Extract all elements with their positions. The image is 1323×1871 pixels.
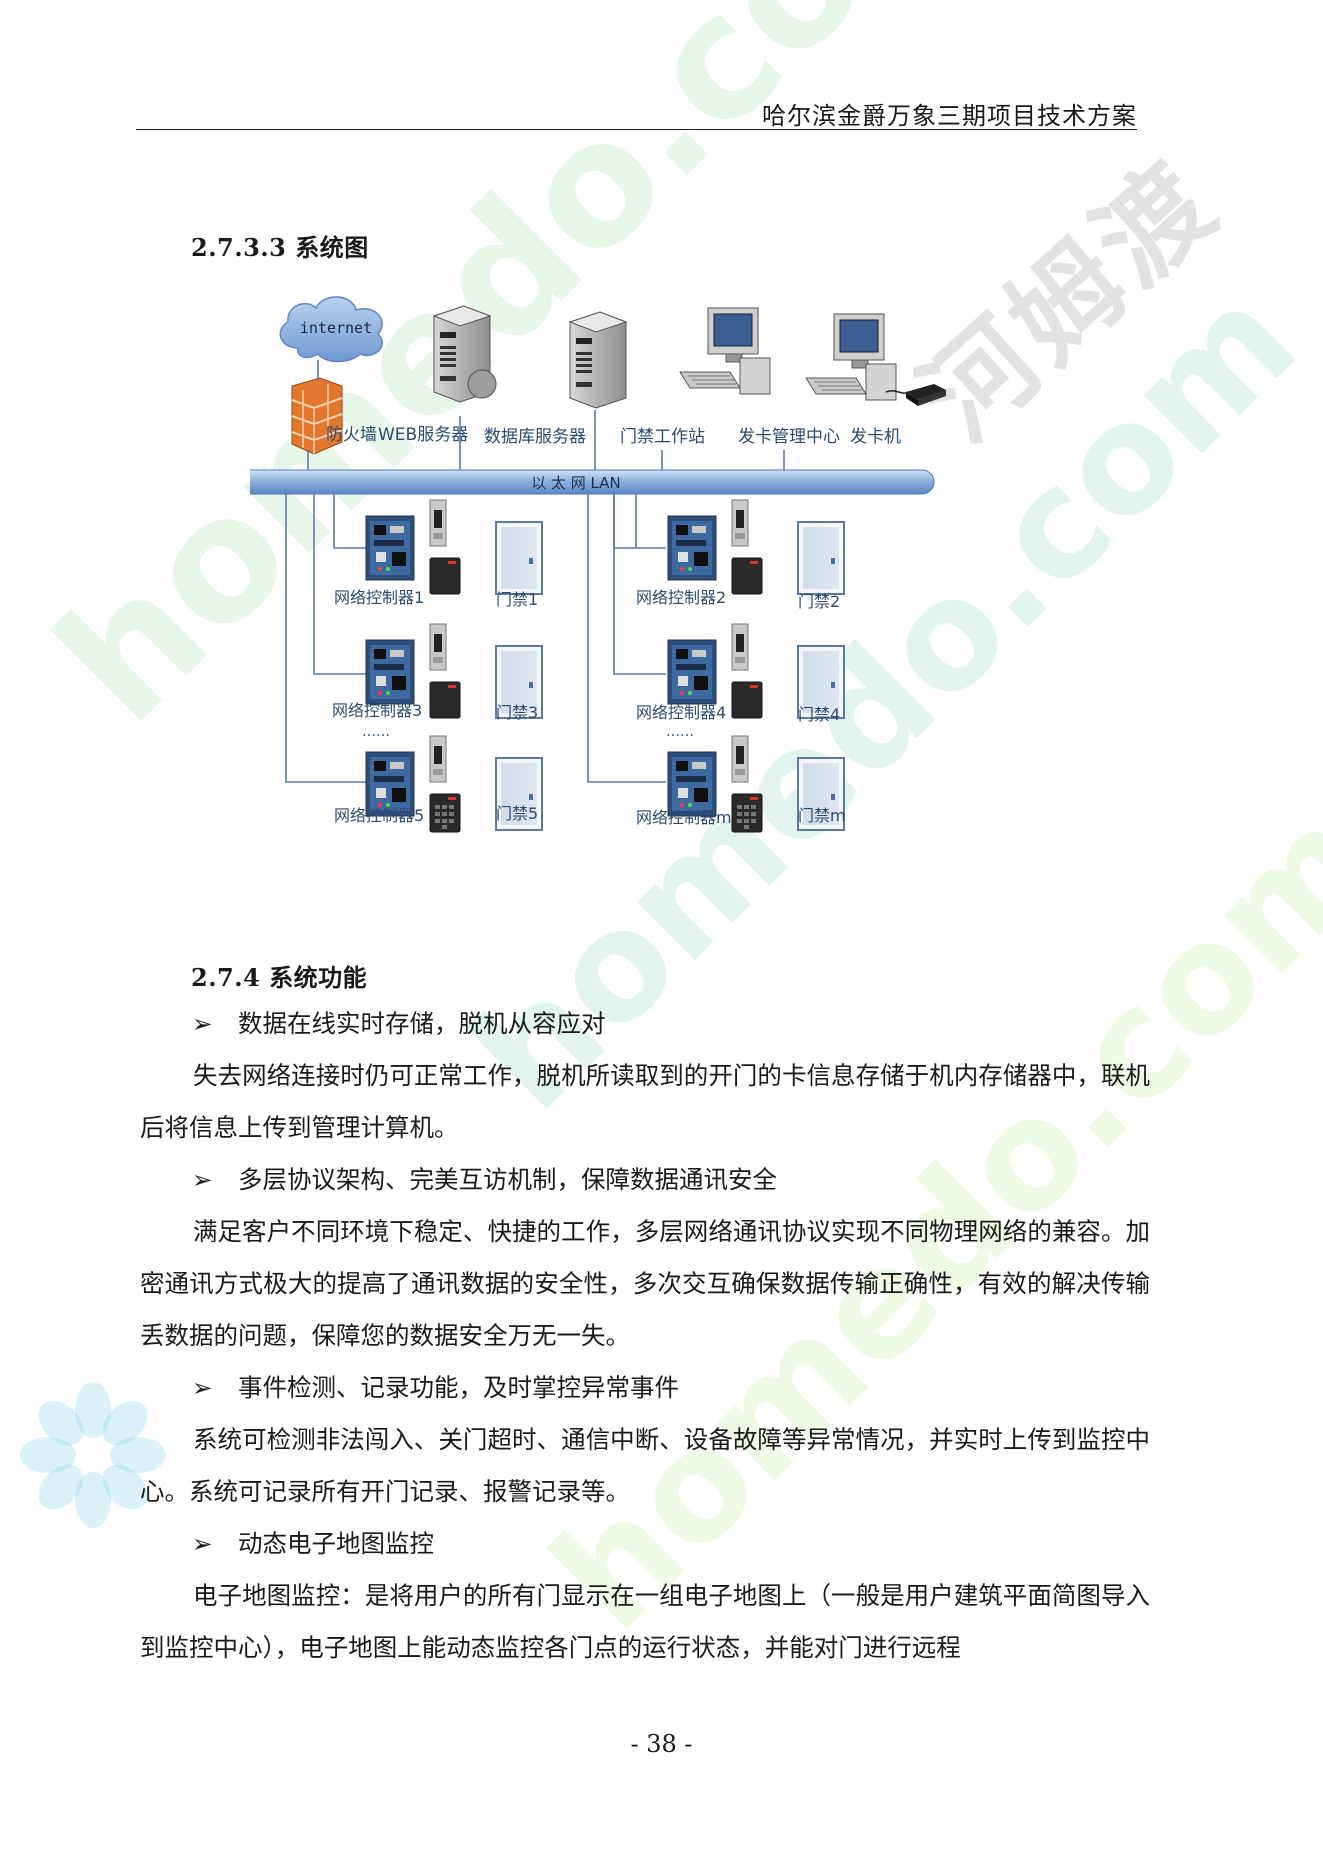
database-server-icon [569, 311, 627, 409]
bullet-text: 数据在线实时存储，脱机从容应对 [238, 1009, 606, 1038]
web-server-icon [433, 305, 497, 403]
door-icon [797, 521, 845, 595]
door-label: 门禁2 [798, 592, 840, 611]
section-title: 系统图 [295, 233, 369, 262]
card-issuer-icon [885, 384, 946, 406]
door-lock-icon [731, 623, 749, 671]
paragraph: 系统可检测非法闯入、关门超时、通信中断、设备故障等异常情况，并实时上传到监控中心… [140, 1425, 1150, 1506]
keypad-reader-icon [429, 793, 461, 833]
section-heading-274: 2.7.4 系统功能 [191, 958, 367, 993]
bullet-heading: ➢ 动态电子地图监控 [192, 1518, 1150, 1570]
card-reader-icon [731, 557, 763, 595]
door-icon [495, 521, 543, 595]
bullet-arrow-icon: ➢ [192, 1009, 213, 1038]
controller-label: 网络控制器1 [334, 588, 424, 607]
section-body: ➢ 数据在线实时存储，脱机从容应对 失去网络连接时仍可正常工作，脱机所读取到的开门… [140, 998, 1150, 1674]
card-reader-icon [731, 681, 763, 719]
controller-board-icon [667, 515, 717, 581]
card-issuer-label: 发卡机 [850, 427, 901, 447]
bullet-arrow-icon: ➢ [192, 1165, 213, 1194]
header-rule [136, 129, 1137, 130]
door-label: 门禁m [798, 806, 846, 825]
firewall-icon [291, 377, 343, 455]
section-number: 2.7.3.3 [191, 233, 287, 262]
controller-label: 网络控制器3 [332, 701, 422, 720]
bullet-text: 事件检测、记录功能，及时掌控异常事件 [238, 1373, 679, 1402]
section-number: 2.7.4 [191, 963, 261, 992]
watermark-flower-icon [20, 1382, 166, 1528]
door-lock-icon [429, 499, 447, 547]
card-center-pc-icon [805, 313, 897, 401]
controller-board-icon [365, 515, 415, 581]
web-server-label: WEB服务器 [378, 425, 468, 445]
ellipsis: …… [666, 724, 694, 740]
door-lock-icon [731, 735, 749, 783]
door-label: 门禁1 [496, 590, 538, 609]
paragraph: 失去网络连接时仍可正常工作，脱机所读取到的开门的卡信息存储于机内存储器中，联机后… [140, 1061, 1150, 1142]
door-lock-icon [429, 735, 447, 783]
bullet-arrow-icon: ➢ [192, 1529, 213, 1558]
bullet-heading: ➢ 多层协议架构、完美互访机制，保障数据通讯安全 [192, 1154, 1150, 1206]
section-title: 系统功能 [269, 963, 368, 992]
door-lock-icon [731, 499, 749, 547]
workstation-pc-icon [679, 307, 771, 395]
card-reader-icon [429, 681, 461, 719]
door-label: 门禁4 [798, 705, 840, 724]
bus-label: 以 太 网 LAN [531, 474, 621, 492]
bullet-arrow-icon: ➢ [192, 1373, 213, 1402]
card-center-label: 发卡管理中心 [738, 427, 840, 447]
page-number: - 38 - [630, 1730, 693, 1758]
door-label: 门禁3 [496, 703, 538, 722]
paragraph: 电子地图监控：是将用户的所有门显示在一组电子地图上（一般是用户建筑平面简图导入到… [140, 1581, 1150, 1662]
internet-label: internet [300, 319, 372, 337]
door-label: 门禁5 [496, 804, 538, 823]
ethernet-lan-bus [250, 469, 935, 495]
system-diagram: internet 防火墙 WEB服务器 数据库服务器 门禁工作站 发卡管理中心 … [250, 296, 946, 833]
internet-cloud-icon [279, 296, 383, 363]
controller-board-icon [667, 751, 717, 817]
card-reader-icon [429, 557, 461, 595]
running-header: 哈尔滨金爵万象三期项目技术方案 [762, 102, 1137, 130]
controller-board-icon [667, 639, 717, 705]
keypad-reader-icon [731, 793, 763, 833]
paragraph: 满足客户不同环境下稳定、快捷的工作，多层网络通讯协议实现不同物理网络的兼容。加密… [140, 1217, 1150, 1350]
controller-board-icon [365, 639, 415, 705]
bullet-text: 动态电子地图监控 [238, 1529, 434, 1558]
controller-label: 网络控制器2 [636, 588, 726, 607]
ellipsis: …… [362, 724, 390, 740]
controller-label: 网络控制器4 [636, 703, 726, 722]
door-lock-icon [429, 623, 447, 671]
firewall-label: 防火墙 [326, 425, 377, 445]
bullet-heading: ➢ 数据在线实时存储，脱机从容应对 [192, 998, 1150, 1050]
controller-label: 网络控制器5 [334, 806, 424, 825]
section-heading-2733: 2.7.3.3 系统图 [191, 228, 369, 263]
bullet-text: 多层协议架构、完美互访机制，保障数据通讯安全 [238, 1165, 777, 1194]
bullet-heading: ➢ 事件检测、记录功能，及时掌控异常事件 [192, 1362, 1150, 1414]
controller-label: 网络控制器m [636, 808, 732, 827]
db-server-label: 数据库服务器 [484, 427, 586, 447]
workstation-label: 门禁工作站 [620, 427, 705, 447]
